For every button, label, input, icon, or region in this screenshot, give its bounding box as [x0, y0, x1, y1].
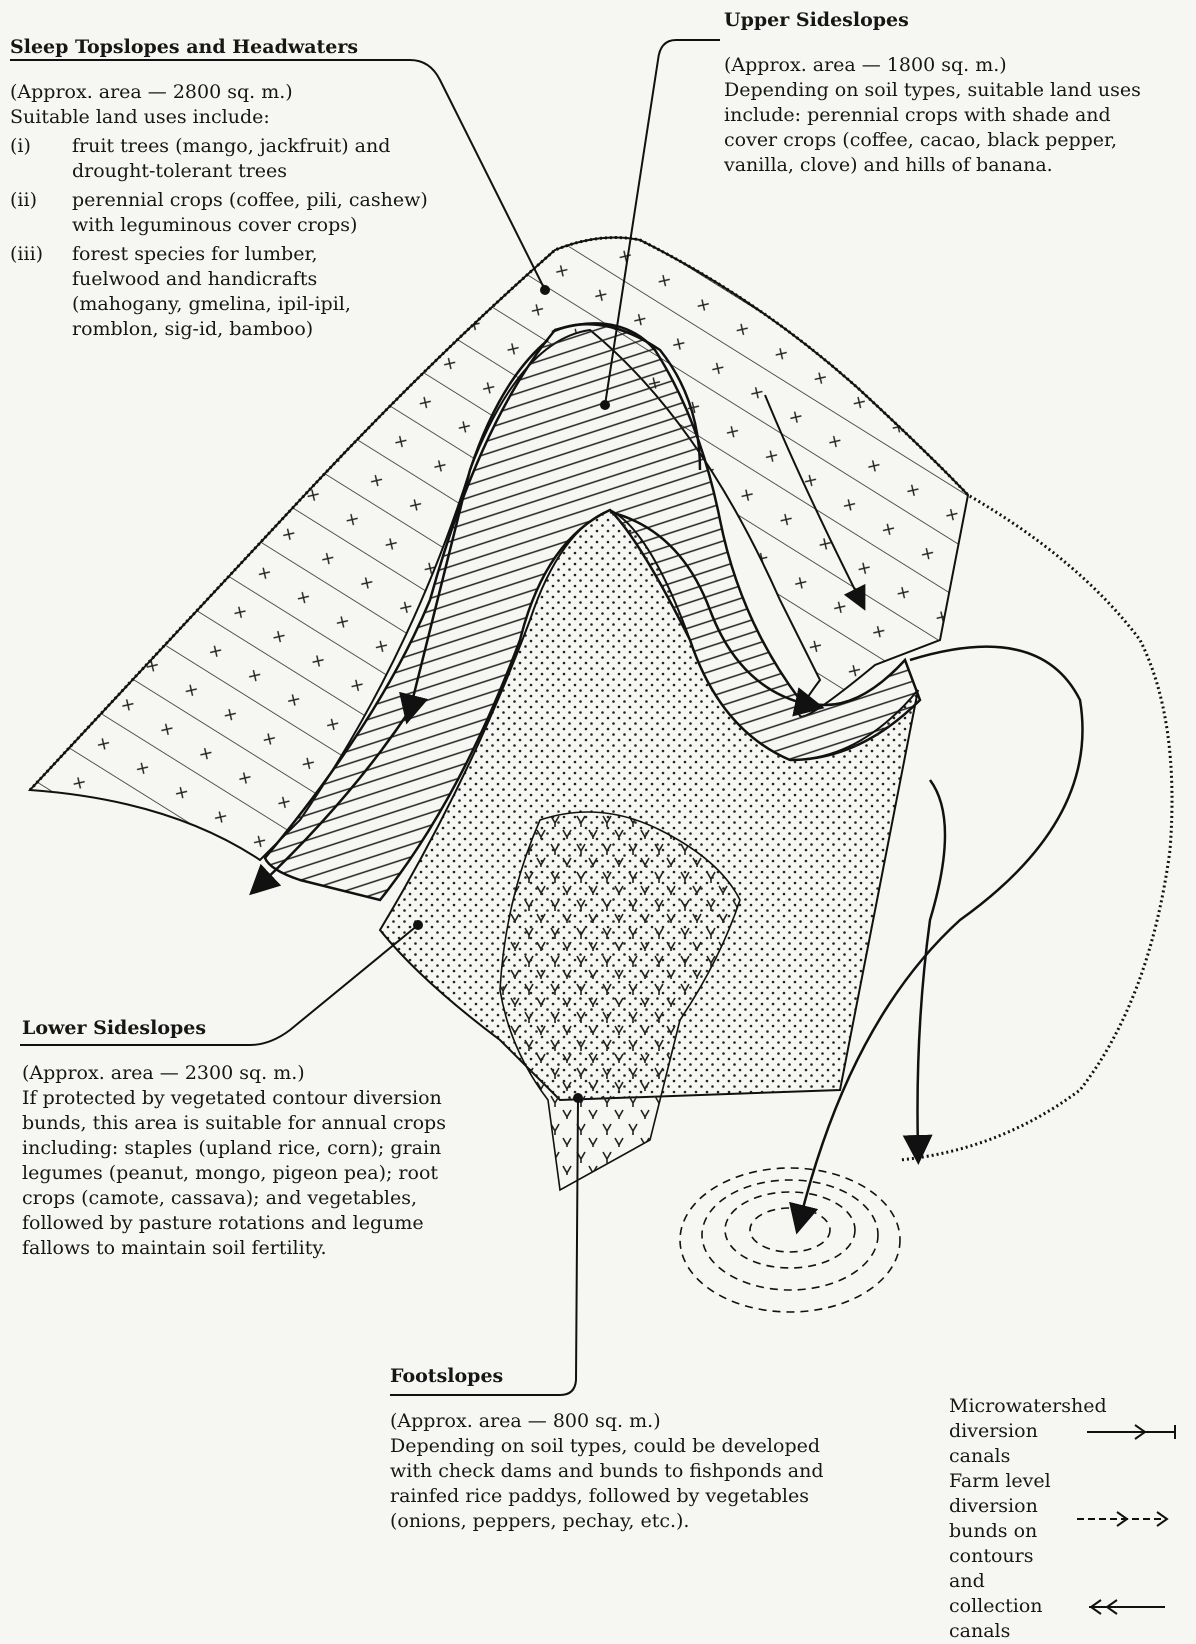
footslopes-area: (Approx. area — 800 sq. m.) [390, 1409, 860, 1434]
fishpond [680, 1168, 900, 1312]
legend-canals: Microwatershed diversion canals [949, 1394, 1181, 1469]
footslopes-block: Footslopes (Approx. area — 800 sq. m.) D… [390, 1364, 860, 1534]
legend-collection-label: and collection canals [949, 1569, 1079, 1644]
steep-topslopes-block: Sleep Topslopes and Headwaters (Approx. … [10, 35, 450, 346]
upper-sideslopes-area: (Approx. area — 1800 sq. m.) [724, 53, 1144, 78]
watershed-diagram-page: Sleep Topslopes and Headwaters (Approx. … [0, 0, 1196, 1611]
upper-sideslopes-text: Depending on soil types, suitable land u… [724, 78, 1144, 178]
legend-collection: and collection canals [949, 1569, 1181, 1644]
steep-topslopes-heading: Sleep Topslopes and Headwaters [10, 35, 450, 60]
list-item: (ii)perennial crops (coffee, pili, cashe… [10, 188, 450, 238]
upper-sideslopes-heading: Upper Sideslopes [724, 8, 1144, 33]
list-item: (i)fruit trees (mango, jackfruit) and dr… [10, 134, 450, 184]
collection-arrow-icon [1087, 1597, 1167, 1617]
steep-topslopes-intro: Suitable land uses include: [10, 105, 450, 130]
legend-bunds-label: Farm level diversion bunds on contours [949, 1469, 1069, 1569]
list-item: (iii)forest species for lumber, fuelwood… [10, 242, 360, 342]
upper-sideslopes-block: Upper Sideslopes (Approx. area — 1800 sq… [724, 8, 1144, 178]
legend-canals-label: Microwatershed diversion canals [949, 1394, 1079, 1469]
lower-sideslopes-area: (Approx. area — 2300 sq. m.) [22, 1061, 492, 1086]
steep-topslopes-area: (Approx. area — 2800 sq. m.) [10, 80, 450, 105]
footslopes-heading: Footslopes [390, 1364, 860, 1389]
lower-sideslopes-heading: Lower Sideslopes [22, 1016, 492, 1041]
legend-bunds: Farm level diversion bunds on contours [949, 1469, 1181, 1569]
steep-topslopes-list: (i)fruit trees (mango, jackfruit) and dr… [10, 134, 450, 342]
lower-sideslopes-block: Lower Sideslopes (Approx. area — 2300 sq… [22, 1016, 492, 1261]
legend: Microwatershed diversion canals Farm lev… [949, 1394, 1181, 1644]
branch-canal [918, 780, 946, 1150]
canal-arrow-icon [1087, 1422, 1177, 1442]
footslopes-text: Depending on soil types, could be develo… [390, 1434, 860, 1534]
lower-sideslopes-text: If protected by vegetated contour divers… [22, 1086, 492, 1261]
bund-arrow-icon [1077, 1509, 1169, 1529]
